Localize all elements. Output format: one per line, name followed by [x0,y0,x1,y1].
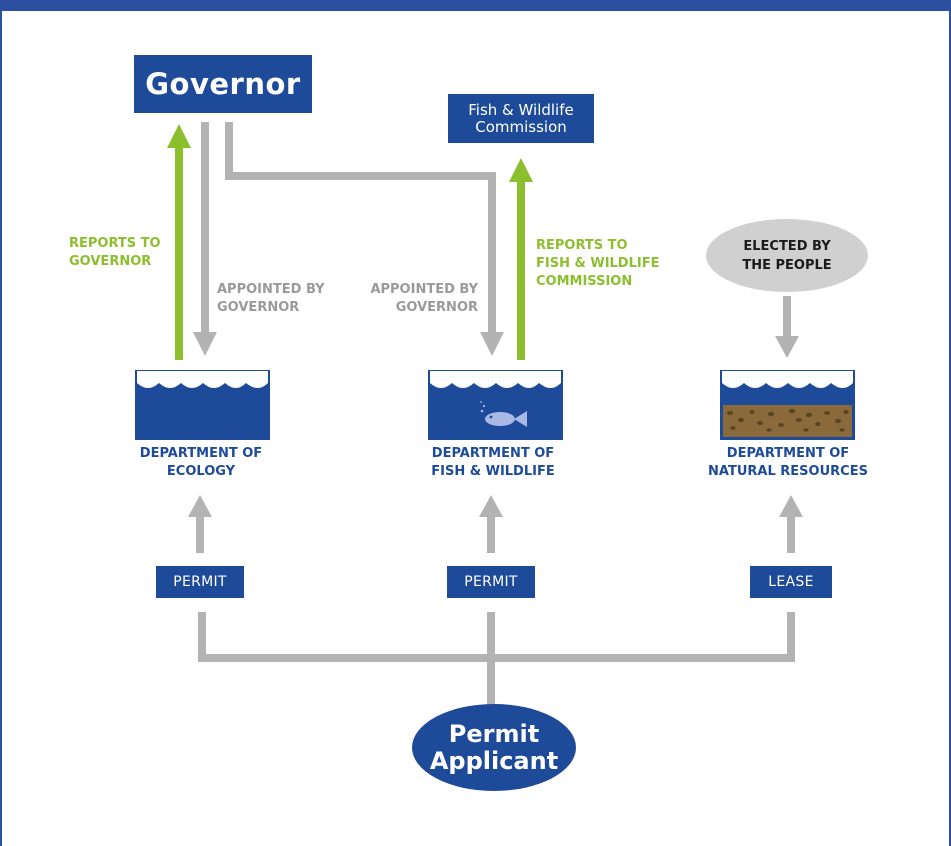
applicant-connector [198,612,795,712]
lease-node-natural-resources: LEASE [750,566,832,598]
permit-node-fish-wildlife: PERMIT [447,566,535,598]
lease-arrow-natural-resources [779,495,803,553]
permit-applicant-node: Permit Applicant [412,704,576,791]
permit-label-fish-wildlife: PERMIT [464,574,518,590]
elected-by-people-label: ELECTED BY THE PEOPLE [742,238,832,273]
sediment-icon [723,405,852,437]
appointed-by-governor-label-2: APPOINTED BY GOVERNOR [370,282,478,315]
governor-label: Governor [145,67,301,101]
permit-applicant-label: Permit Applicant [429,719,559,775]
reports-arrow-governor [167,124,191,360]
department-ecology-label: DEPARTMENT OF ECOLOGY [139,446,263,479]
appointed-arrow-fish-wildlife [225,122,504,356]
commission-label: Fish & Wildlife Commission [468,100,574,136]
reports-to-commission-label: REPORTS TO FISH & WILDLIFE COMMISSION [536,238,660,289]
fish-icon [480,401,527,427]
top-header-bar [0,0,951,11]
reports-to-governor-label: REPORTS TO GOVERNOR [69,236,161,269]
appointed-by-governor-label-1: APPOINTED BY GOVERNOR [217,282,325,315]
elected-arrow-natural-resources [775,296,799,358]
commission-node: Fish & Wildlife Commission [448,94,594,143]
elected-by-people-node: ELECTED BY THE PEOPLE [706,219,868,292]
fish-wildlife-water-icon [428,370,563,440]
permit-node-ecology: PERMIT [156,566,244,598]
lease-label-natural-resources: LEASE [768,574,814,590]
appointed-arrow-ecology [193,122,217,356]
natural-resources-water-icon [720,370,855,440]
department-fish-wildlife-label: DEPARTMENT OF FISH & WILDLIFE [431,446,555,479]
department-natural-resources-label: DEPARTMENT OF NATURAL RESOURCES [708,446,868,479]
governor-node: Governor [134,55,312,113]
reports-arrow-commission [509,158,533,360]
ecology-water-icon [135,370,270,440]
permit-arrow-ecology [188,495,212,553]
permit-label-ecology: PERMIT [173,574,227,590]
permit-arrow-fish-wildlife [479,495,503,553]
